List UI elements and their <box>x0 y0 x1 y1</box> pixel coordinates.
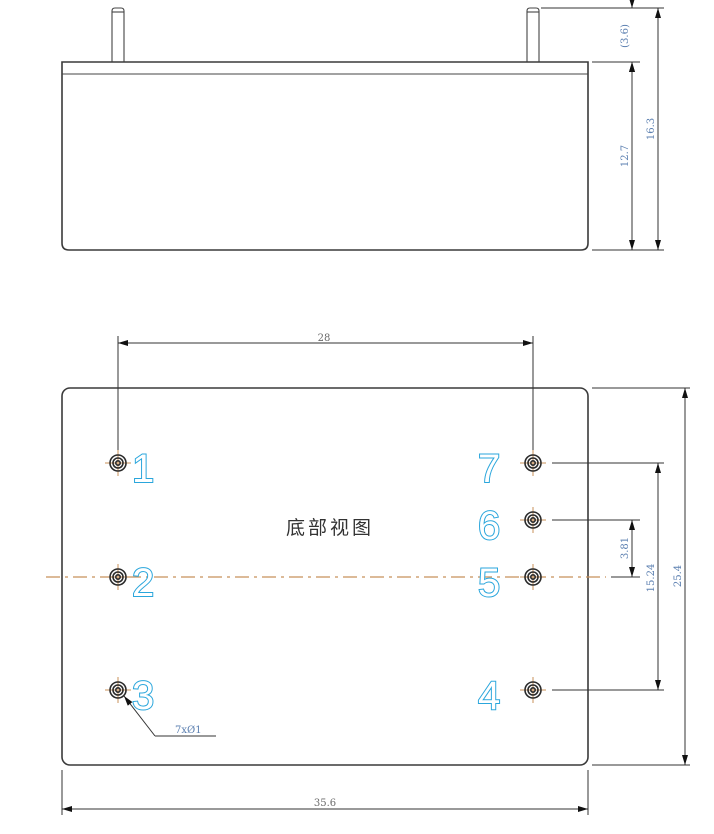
view-title: 底部视图 <box>286 517 374 539</box>
pin-number-4: 4 <box>478 674 500 718</box>
pin-2 <box>105 564 131 590</box>
pin-6 <box>520 507 546 533</box>
side-pin-right <box>526 7 540 62</box>
dim-body-length: 35.6 <box>314 798 336 809</box>
pin-1 <box>105 450 131 476</box>
pin-number-1: 1 <box>132 447 154 491</box>
pin-3 <box>105 677 131 703</box>
dim-body-height: 12.7 <box>620 145 631 167</box>
pin-number-6: 6 <box>478 504 500 548</box>
dim-pin-pitch: 3.81 <box>620 537 631 559</box>
dim-pin-span: 15.24 <box>646 564 657 593</box>
side-pin-left <box>111 7 125 62</box>
pin-5 <box>520 564 546 590</box>
side-body-outline <box>61 61 589 251</box>
pin-number-3: 3 <box>132 674 154 718</box>
dim-row-spacing: 28 <box>318 333 331 344</box>
pin-number-5: 5 <box>478 561 500 605</box>
pin-number-7: 7 <box>478 447 500 491</box>
dim-pin-height: (3.6) <box>620 24 631 48</box>
side-view: (3.6) 12.7 16.3 <box>61 0 664 251</box>
hole-callout: 7xØ1 <box>175 725 202 736</box>
pin-number-2: 2 <box>132 561 154 605</box>
dim-total-height: 16.3 <box>646 118 657 140</box>
dim-body-width: 25.4 <box>673 565 684 587</box>
pin-4 <box>520 677 546 703</box>
bottom-view: 28 3.81 15.24 25.4 35.6 底部视图 7xØ1 <box>46 333 690 815</box>
pin-7 <box>520 450 546 476</box>
